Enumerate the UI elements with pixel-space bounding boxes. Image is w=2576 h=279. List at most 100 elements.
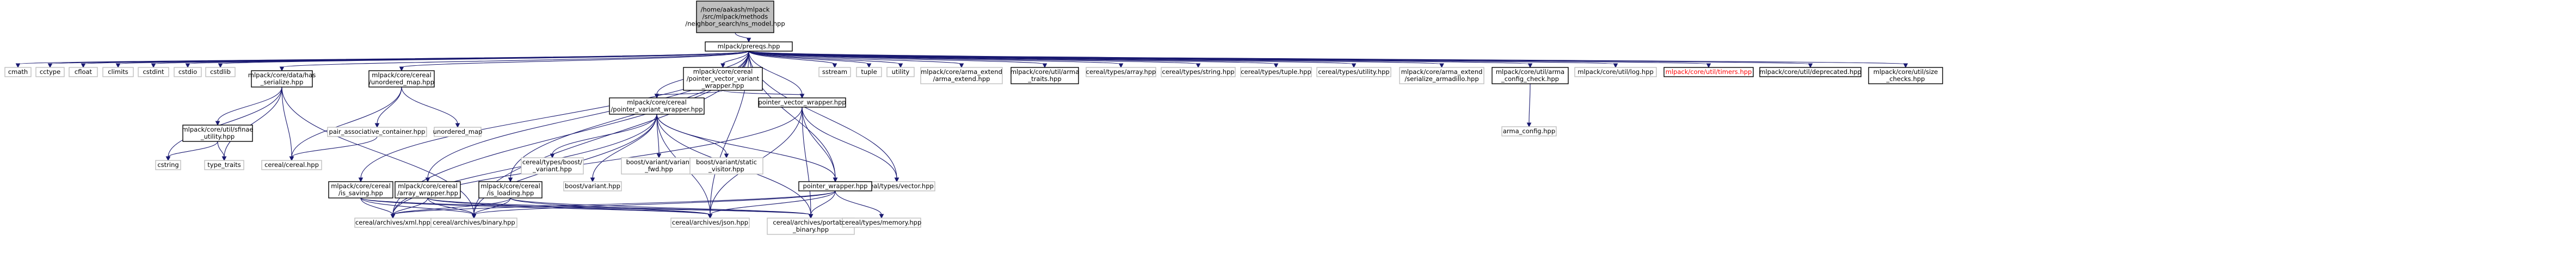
edge-line (748, 51, 1045, 65)
edge-arrowhead (550, 153, 555, 159)
node-label-line: utility (892, 68, 910, 76)
node-sizechecks[interactable]: mlpack/core/util/size_checks.hpp (1868, 67, 1943, 84)
edge-arrowhead (218, 63, 223, 69)
node-box (521, 157, 584, 175)
node-label-line: pointer_vector_wrapper.hpp (758, 98, 846, 106)
node-label-line: _utility.hpp (200, 133, 235, 140)
edge-line (722, 90, 803, 95)
node-box (1663, 67, 1754, 77)
edge-sfinae-to-cstring (165, 141, 218, 162)
node-boostvariant_static: boost/variant/static_visitor.hpp (689, 157, 763, 175)
edge-arrowhead (1613, 63, 1618, 69)
node-label-line: /is_saving.hpp (338, 189, 383, 197)
edge-arrowhead (879, 214, 884, 219)
node-box (886, 67, 915, 77)
edge-line (748, 51, 962, 65)
edge-arrowhead (185, 63, 190, 69)
node-armatraits[interactable]: mlpack/core/util/arma_traits.hpp (1010, 67, 1079, 84)
edge-arrowhead (1526, 122, 1532, 128)
edge-hasserialize-to-sfinae (215, 86, 282, 126)
node-timers[interactable]: mlpack/core/util/timers.hpp (1663, 67, 1754, 77)
edges-layer (15, 32, 1908, 219)
edge-arraywrapper-to-binary (427, 197, 477, 219)
edge-hasserialize-to-cstring (165, 86, 282, 162)
node-label-line: cstdio (178, 68, 197, 76)
node-box (683, 67, 763, 91)
node-label-line: mlpack/core/util/size (1874, 68, 1938, 76)
edge-arrowhead (720, 63, 725, 69)
edge-prereqs-to-sstream (748, 51, 837, 69)
node-label-line: _wrapper.hpp (701, 82, 744, 90)
edge-arrowhead (833, 177, 838, 183)
node-box (609, 97, 705, 115)
edge-arrowhead (15, 63, 21, 69)
node-sfinae[interactable]: mlpack/core/util/sfinae_utility.hpp (182, 125, 254, 142)
node-label-line: _checks.hpp (1886, 75, 1925, 83)
edge-line (748, 51, 1121, 65)
node-box (920, 67, 1003, 84)
edge-arrowhead (390, 214, 396, 219)
node-json: cereal/archives/json.hpp (670, 218, 750, 228)
node-label-line: mlpack/core/util/deprecated.hpp (1759, 68, 1861, 76)
node-label-line: cereal/types/utility.hpp (1318, 68, 1389, 76)
node-arraywrapper[interactable]: mlpack/core/cereal/array_wrapper.hpp (395, 181, 461, 199)
node-label-line: /arma_extend.hpp (933, 75, 990, 83)
node-box (705, 41, 793, 52)
edge-arrowhead (654, 94, 660, 99)
node-issaving[interactable]: mlpack/core/cereal/is_saving.hpp (328, 181, 393, 199)
node-prereqs[interactable]: mlpack/prereqs.hpp (705, 41, 793, 52)
node-box (368, 70, 435, 88)
node-cstdio: cstdio (174, 67, 202, 77)
edge-line (656, 90, 724, 95)
node-boostvariant: boost/variant.hpp (563, 181, 622, 191)
node-binary: cereal/archives/binary.hpp (430, 218, 517, 228)
node-cmath: cmath (4, 67, 32, 77)
edge-arrowhead (374, 123, 380, 128)
node-hasserialize[interactable]: mlpack/core/data/has_serialize.hpp (248, 70, 316, 88)
node-root[interactable]: /home/aakash/mlpack/src/mlpack/methods/n… (685, 1, 785, 33)
node-label-line: mlpack/core/arma_extend (921, 68, 1002, 76)
node-unorderedmaphpp[interactable]: mlpack/core/cereal/unordered_map.hpp (368, 70, 435, 88)
node-label-line: cereal/archives/json.hpp (672, 219, 748, 226)
node-cttuple: cereal/types/tuple.hpp (1240, 67, 1312, 77)
node-box (102, 67, 134, 77)
node-label-line: mlpack/core/util/log.hpp (1577, 68, 1654, 76)
edge-line (748, 51, 870, 65)
edge-prereqs-to-sizechecks (748, 51, 1908, 69)
node-pointervariant[interactable]: mlpack/core/cereal/pointer_vector_varian… (683, 67, 763, 91)
edge-arrowhead (707, 214, 713, 219)
node-box (182, 125, 253, 142)
node-label-line: cereal/types/array.hpp (1086, 68, 1156, 76)
edge-arrowhead (1118, 63, 1124, 69)
node-configcheck[interactable]: mlpack/core/util/arma_config_check.hpp (1492, 67, 1569, 84)
node-deprecated[interactable]: mlpack/core/util/deprecated.hpp (1759, 67, 1862, 77)
node-label-line: cereal/archives/portable (773, 219, 848, 226)
node-isloading[interactable]: mlpack/core/cereal/is_loading.hpp (478, 181, 543, 199)
node-box (327, 127, 427, 137)
node-box (1240, 67, 1312, 77)
node-label-line: _binary.hpp (792, 226, 829, 233)
edge-ptrvariantwrapper-to-boostvariant (590, 114, 657, 183)
node-box (818, 67, 851, 77)
edge-line (217, 141, 225, 158)
node-label-line: mlpack/core/util/arma (1010, 68, 1079, 76)
edge-arrowhead (1351, 63, 1357, 69)
node-box (261, 160, 322, 170)
edge-prereqs-to-pointervariant (720, 51, 749, 69)
node-ptrvectorwrapper[interactable]: pointer_vector_wrapper.hpp (758, 97, 846, 108)
edge-arrowhead (898, 63, 903, 69)
node-box (4, 67, 32, 77)
node-tuple: tuple (856, 67, 882, 77)
edge-ptrvariantwrapper-to-boostvariant_static (656, 114, 729, 159)
edge-line (401, 86, 458, 125)
edge-arrowhead (215, 121, 220, 126)
node-box (478, 181, 543, 199)
edge-arrowhead (656, 153, 662, 159)
node-ptrvariantwrapper[interactable]: mlpack/core/cereal/pointer_variant_wrapp… (609, 97, 705, 115)
edge-line (360, 197, 393, 215)
edge-arrowhead (894, 177, 899, 183)
node-pointerwrapper[interactable]: pointer_wrapper.hpp (798, 181, 872, 191)
node-label-line: /neighbor_search/ns_model.hpp (685, 20, 785, 28)
edge-line (552, 114, 657, 155)
